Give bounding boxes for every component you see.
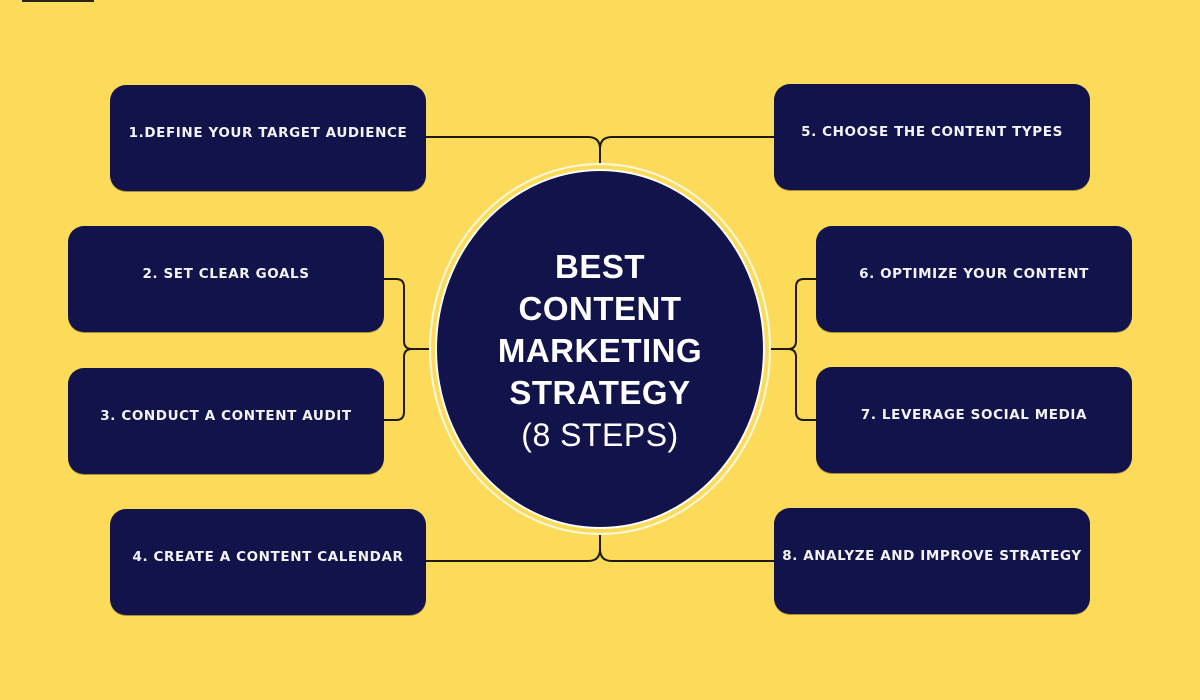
connector-top [425,136,775,165]
step-label-4: 4. CREATE A CONTENT CALENDAR [132,549,404,565]
step-label-8: 8. ANALYZE AND IMPROVE STRATEGY [782,548,1082,564]
step-box-5: 5. CHOOSE THE CONTENT TYPES [774,84,1090,190]
hub-title-line-1: BEST [554,248,645,285]
hub-title-line-2: CONTENT [518,290,682,327]
step-box-3: 3. CONDUCT A CONTENT AUDIT [68,368,384,474]
step-label-5: 5. CHOOSE THE CONTENT TYPES [801,124,1063,140]
step-label-3: 3. CONDUCT A CONTENT AUDIT [100,408,352,424]
step-box-7: 7. LEVERAGE SOCIAL MEDIA [816,367,1132,473]
connector-bottom [425,534,775,562]
top-edge-bar [22,0,94,2]
step-label-6: 6. OPTIMIZE YOUR CONTENT [859,266,1089,282]
step-label-1: 1.DEFINE YOUR TARGET AUDIENCE [128,125,408,141]
step-box-6: 6. OPTIMIZE YOUR CONTENT [816,226,1132,332]
hub-title-line-4: STRATEGY [509,374,691,411]
hub-title-line-3: MARKETING [497,332,703,369]
step-label-2: 2. SET CLEAR GOALS [142,266,310,282]
connector-right [770,278,817,421]
step-label-7: 7. LEVERAGE SOCIAL MEDIA [860,407,1088,423]
step-box-4: 4. CREATE A CONTENT CALENDAR [110,509,426,615]
step-box-8: 8. ANALYZE AND IMPROVE STRATEGY [774,508,1090,614]
hub-circle: BEST CONTENT MARKETING STRATEGY (8 STEPS… [437,171,763,527]
connector-left [383,278,430,421]
step-box-2: 2. SET CLEAR GOALS [68,226,384,332]
hub-outer-ring [429,163,771,535]
hub-subtitle: (8 STEPS) [521,417,679,453]
step-box-1: 1.DEFINE YOUR TARGET AUDIENCE [110,85,426,191]
